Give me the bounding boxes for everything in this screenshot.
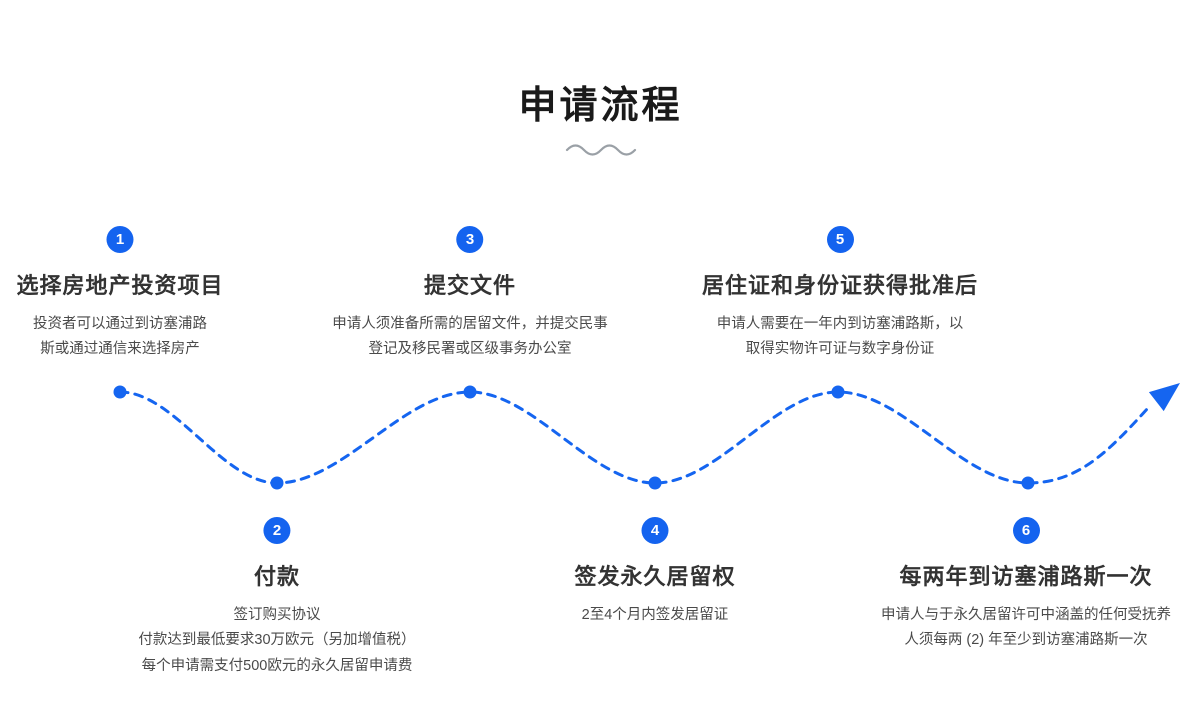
step-1-title: 选择房地产投资项目 bbox=[16, 273, 224, 298]
step-5-badge: 5 bbox=[826, 226, 854, 253]
flow-node-dot-3 bbox=[463, 385, 477, 399]
step-3-title: 提交文件 bbox=[423, 273, 516, 298]
step-2: 2 付款 签订购买协议 付款达到最低要求30万欧元（另加增值税） 每个申请需支付… bbox=[138, 517, 416, 679]
step-6-description: 申请人与于永久居留许可中涵盖的任何受抚养 人须每两 (2) 年至少到访塞浦路斯一… bbox=[881, 607, 1171, 649]
step-6: 6 每两年到访塞浦路斯一次 申请人与于永久居留许可中涵盖的任何受抚养 人须每两 … bbox=[881, 517, 1171, 654]
step-5-description: 申请人需要在一年内到访塞浦路斯，以 取得实物许可证与数字身份证 bbox=[716, 316, 964, 358]
step-3: 3 提交文件 申请人须准备所需的居留文件，并提交民事 登记及移民署或区级事务办公… bbox=[332, 226, 608, 363]
title-squiggle-decoration bbox=[565, 144, 636, 156]
step-2-badge: 2 bbox=[263, 517, 291, 544]
flow-node-dot-1 bbox=[113, 385, 127, 399]
flow-node-dot-2 bbox=[270, 476, 284, 490]
step-4-badge: 4 bbox=[641, 517, 669, 544]
step-5-title: 居住证和身份证获得批准后 bbox=[701, 273, 979, 298]
step-2-title: 付款 bbox=[253, 564, 301, 589]
flow-node-dot-6 bbox=[1021, 476, 1035, 490]
flow-node-dot-4 bbox=[648, 476, 662, 490]
step-4-title: 签发永久居留权 bbox=[574, 564, 736, 589]
step-4-description: 2至4个月内签发居留证 bbox=[581, 607, 729, 623]
flow-node-dot-5 bbox=[831, 385, 845, 399]
step-5: 5 居住证和身份证获得批准后 申请人需要在一年内到访塞浦路斯，以 取得实物许可证… bbox=[702, 226, 978, 363]
step-6-badge: 6 bbox=[1012, 517, 1040, 544]
step-3-badge: 3 bbox=[456, 226, 484, 253]
step-1-badge: 1 bbox=[106, 226, 134, 253]
step-1: 1 选择房地产投资项目 投资者可以通过到访塞浦路 斯或通过通信来选择房产 bbox=[16, 226, 223, 363]
arrow-icon bbox=[1148, 383, 1180, 412]
step-3-description: 申请人须准备所需的居留文件，并提交民事 登记及移民署或区级事务办公室 bbox=[332, 316, 608, 358]
flow-dashed-line bbox=[118, 390, 1150, 485]
step-4: 4 签发永久居留权 2至4个月内签发居留证 bbox=[574, 517, 735, 628]
page-title: 申请流程 bbox=[518, 85, 683, 127]
step-6-title: 每两年到访塞浦路斯一次 bbox=[899, 564, 1153, 589]
step-2-description: 签订购买协议 付款达到最低要求30万欧元（另加增值税） 每个申请需支付500欧元… bbox=[138, 607, 416, 674]
step-1-description: 投资者可以通过到访塞浦路 斯或通过通信来选择房产 bbox=[32, 316, 207, 358]
